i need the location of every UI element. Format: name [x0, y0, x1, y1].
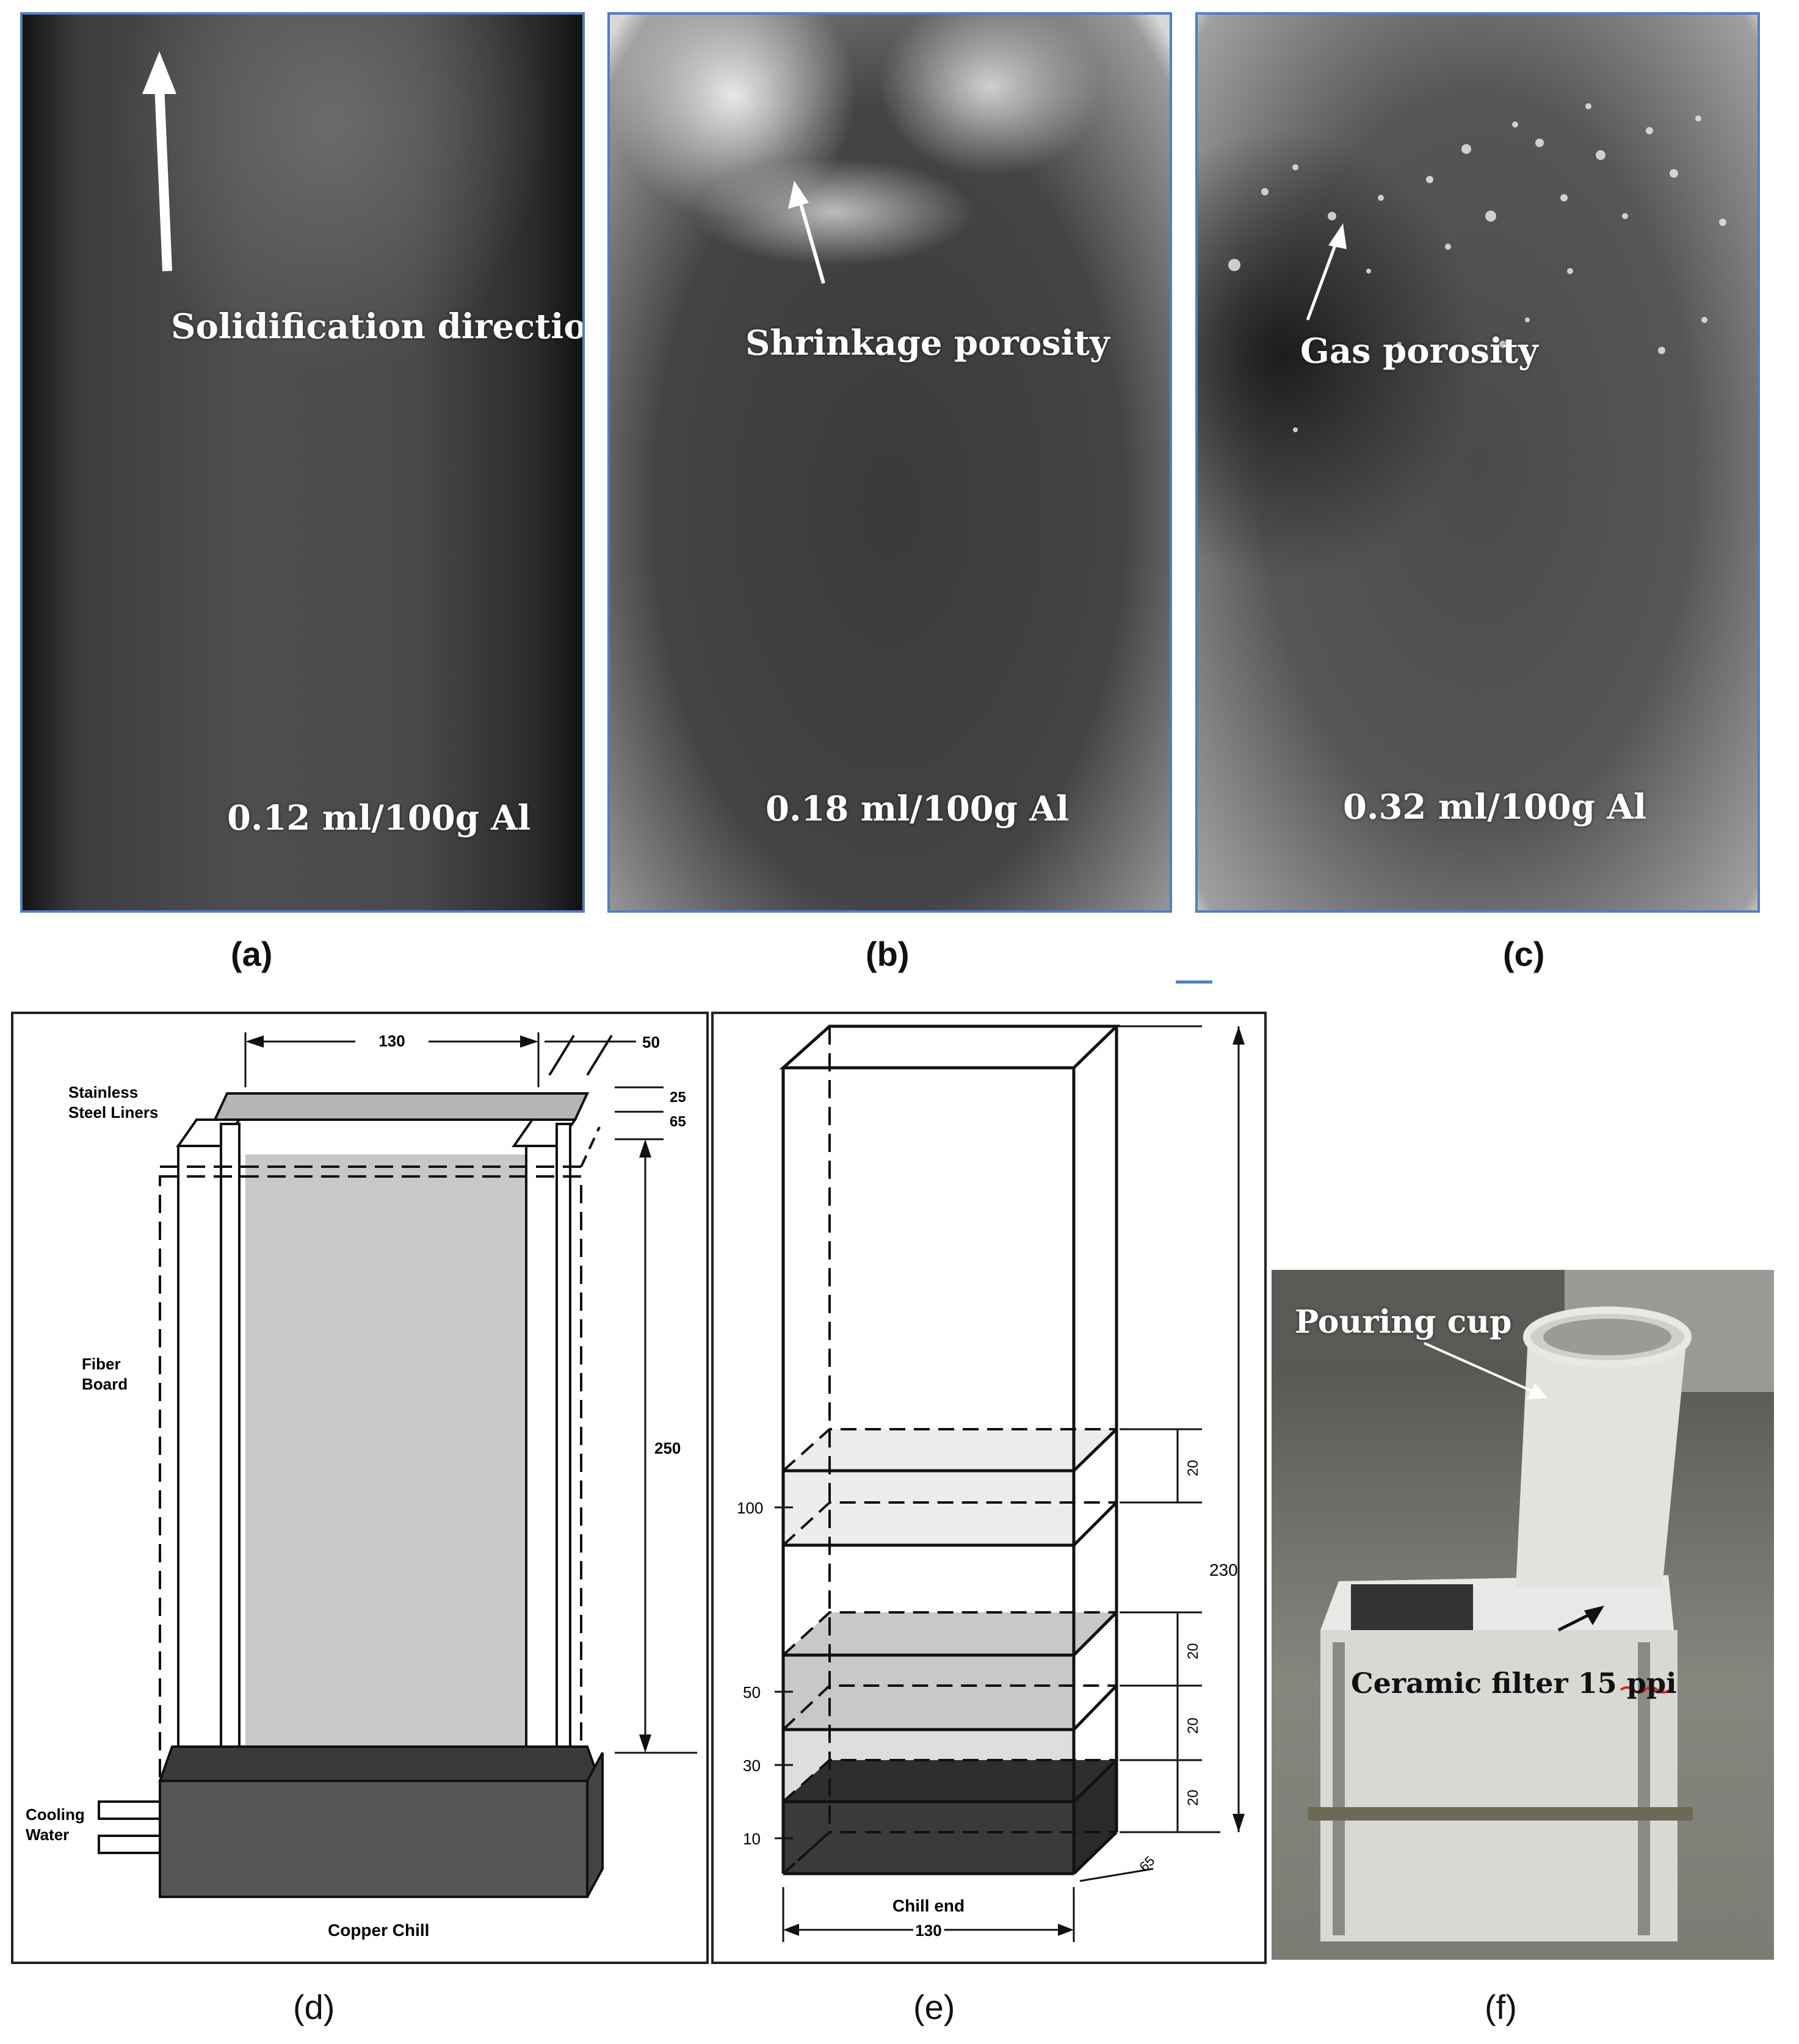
caption-a: (a): [231, 935, 273, 973]
solidification-arrow: [142, 51, 176, 272]
radiograph-c: Gas porosity 0.32 ml/100g Al: [1195, 12, 1760, 913]
sample-schematic-e: 100 50 30 10 20 20 20 20 230 65 Chill en…: [711, 1012, 1267, 1964]
shrinkage-arrow: [788, 181, 825, 284]
radiograph-a: Solidification direction 0.12 ml/100g Al: [20, 12, 585, 913]
slice-20-b: 20: [1185, 1643, 1201, 1659]
caption-b: (b): [866, 935, 910, 973]
solidification-direction-label: Solidification direction: [171, 306, 585, 347]
caption-f: (f): [1485, 1988, 1517, 2026]
pouring-cup-label: Pouring cup: [1295, 1303, 1512, 1341]
pos-10: 10: [743, 1830, 761, 1848]
slice-20-a: 20: [1185, 1460, 1201, 1476]
caption-d: (d): [293, 1988, 335, 2026]
divider-mark: [1176, 980, 1212, 984]
dim-depth-50: 50: [642, 1033, 660, 1051]
gas-porosity-label: Gas porosity: [1300, 331, 1538, 371]
ceramic-filter-label: Ceramic filter 15 ppi: [1351, 1667, 1677, 1700]
fiber-label-1: Fiber: [82, 1355, 121, 1373]
fiber-label-2: Board: [82, 1375, 128, 1393]
dim-25: 25: [670, 1089, 686, 1106]
slice-20-c: 20: [1185, 1717, 1201, 1734]
liners-label-1: Stainless: [68, 1083, 138, 1101]
copper-chill-label: Copper Chill: [328, 1921, 429, 1940]
dim-width-130-e: 130: [915, 1921, 941, 1940]
dim-65: 65: [670, 1114, 686, 1130]
mold-drawing: 130 50 25 65 250 Stainless Steel Liners …: [26, 1032, 697, 1940]
pos-100: 100: [737, 1499, 763, 1517]
dim-height-230: 230: [1209, 1560, 1238, 1579]
sample-drawing: 100 50 30 10 20 20 20 20 230 65 Chill en…: [737, 1024, 1245, 1943]
caption-e: (e): [913, 1988, 955, 2026]
mold-schematic-d: 130 50 25 65 250 Stainless Steel Liners …: [11, 1012, 709, 1964]
cooling-label-2: Water: [26, 1825, 69, 1844]
concentration-b: 0.18 ml/100g Al: [766, 789, 1070, 829]
mold-photo-drawing: [1272, 1270, 1774, 1941]
radiograph-b: Shrinkage porosity 0.18 ml/100g Al: [607, 12, 1172, 913]
pos-50: 50: [743, 1683, 761, 1702]
chill-end-label: Chill end: [892, 1896, 965, 1915]
pos-30: 30: [743, 1756, 761, 1775]
liners-label-2: Steel Liners: [68, 1103, 158, 1122]
concentration-c: 0.32 ml/100g Al: [1343, 787, 1647, 827]
dim-height-250: 250: [654, 1439, 681, 1457]
dim-width-130: 130: [378, 1032, 405, 1050]
shrinkage-porosity-label: Shrinkage porosity: [745, 323, 1110, 363]
slice-20-d: 20: [1185, 1789, 1201, 1806]
gas-pores: [1228, 103, 1726, 432]
cooling-label-1: Cooling: [26, 1805, 85, 1824]
caption-c: (c): [1503, 935, 1545, 973]
concentration-a: 0.12 ml/100g Al: [227, 798, 531, 838]
mold-photo-f: Pouring cup Ceramic filter 15 ppi: [1272, 1270, 1774, 1960]
